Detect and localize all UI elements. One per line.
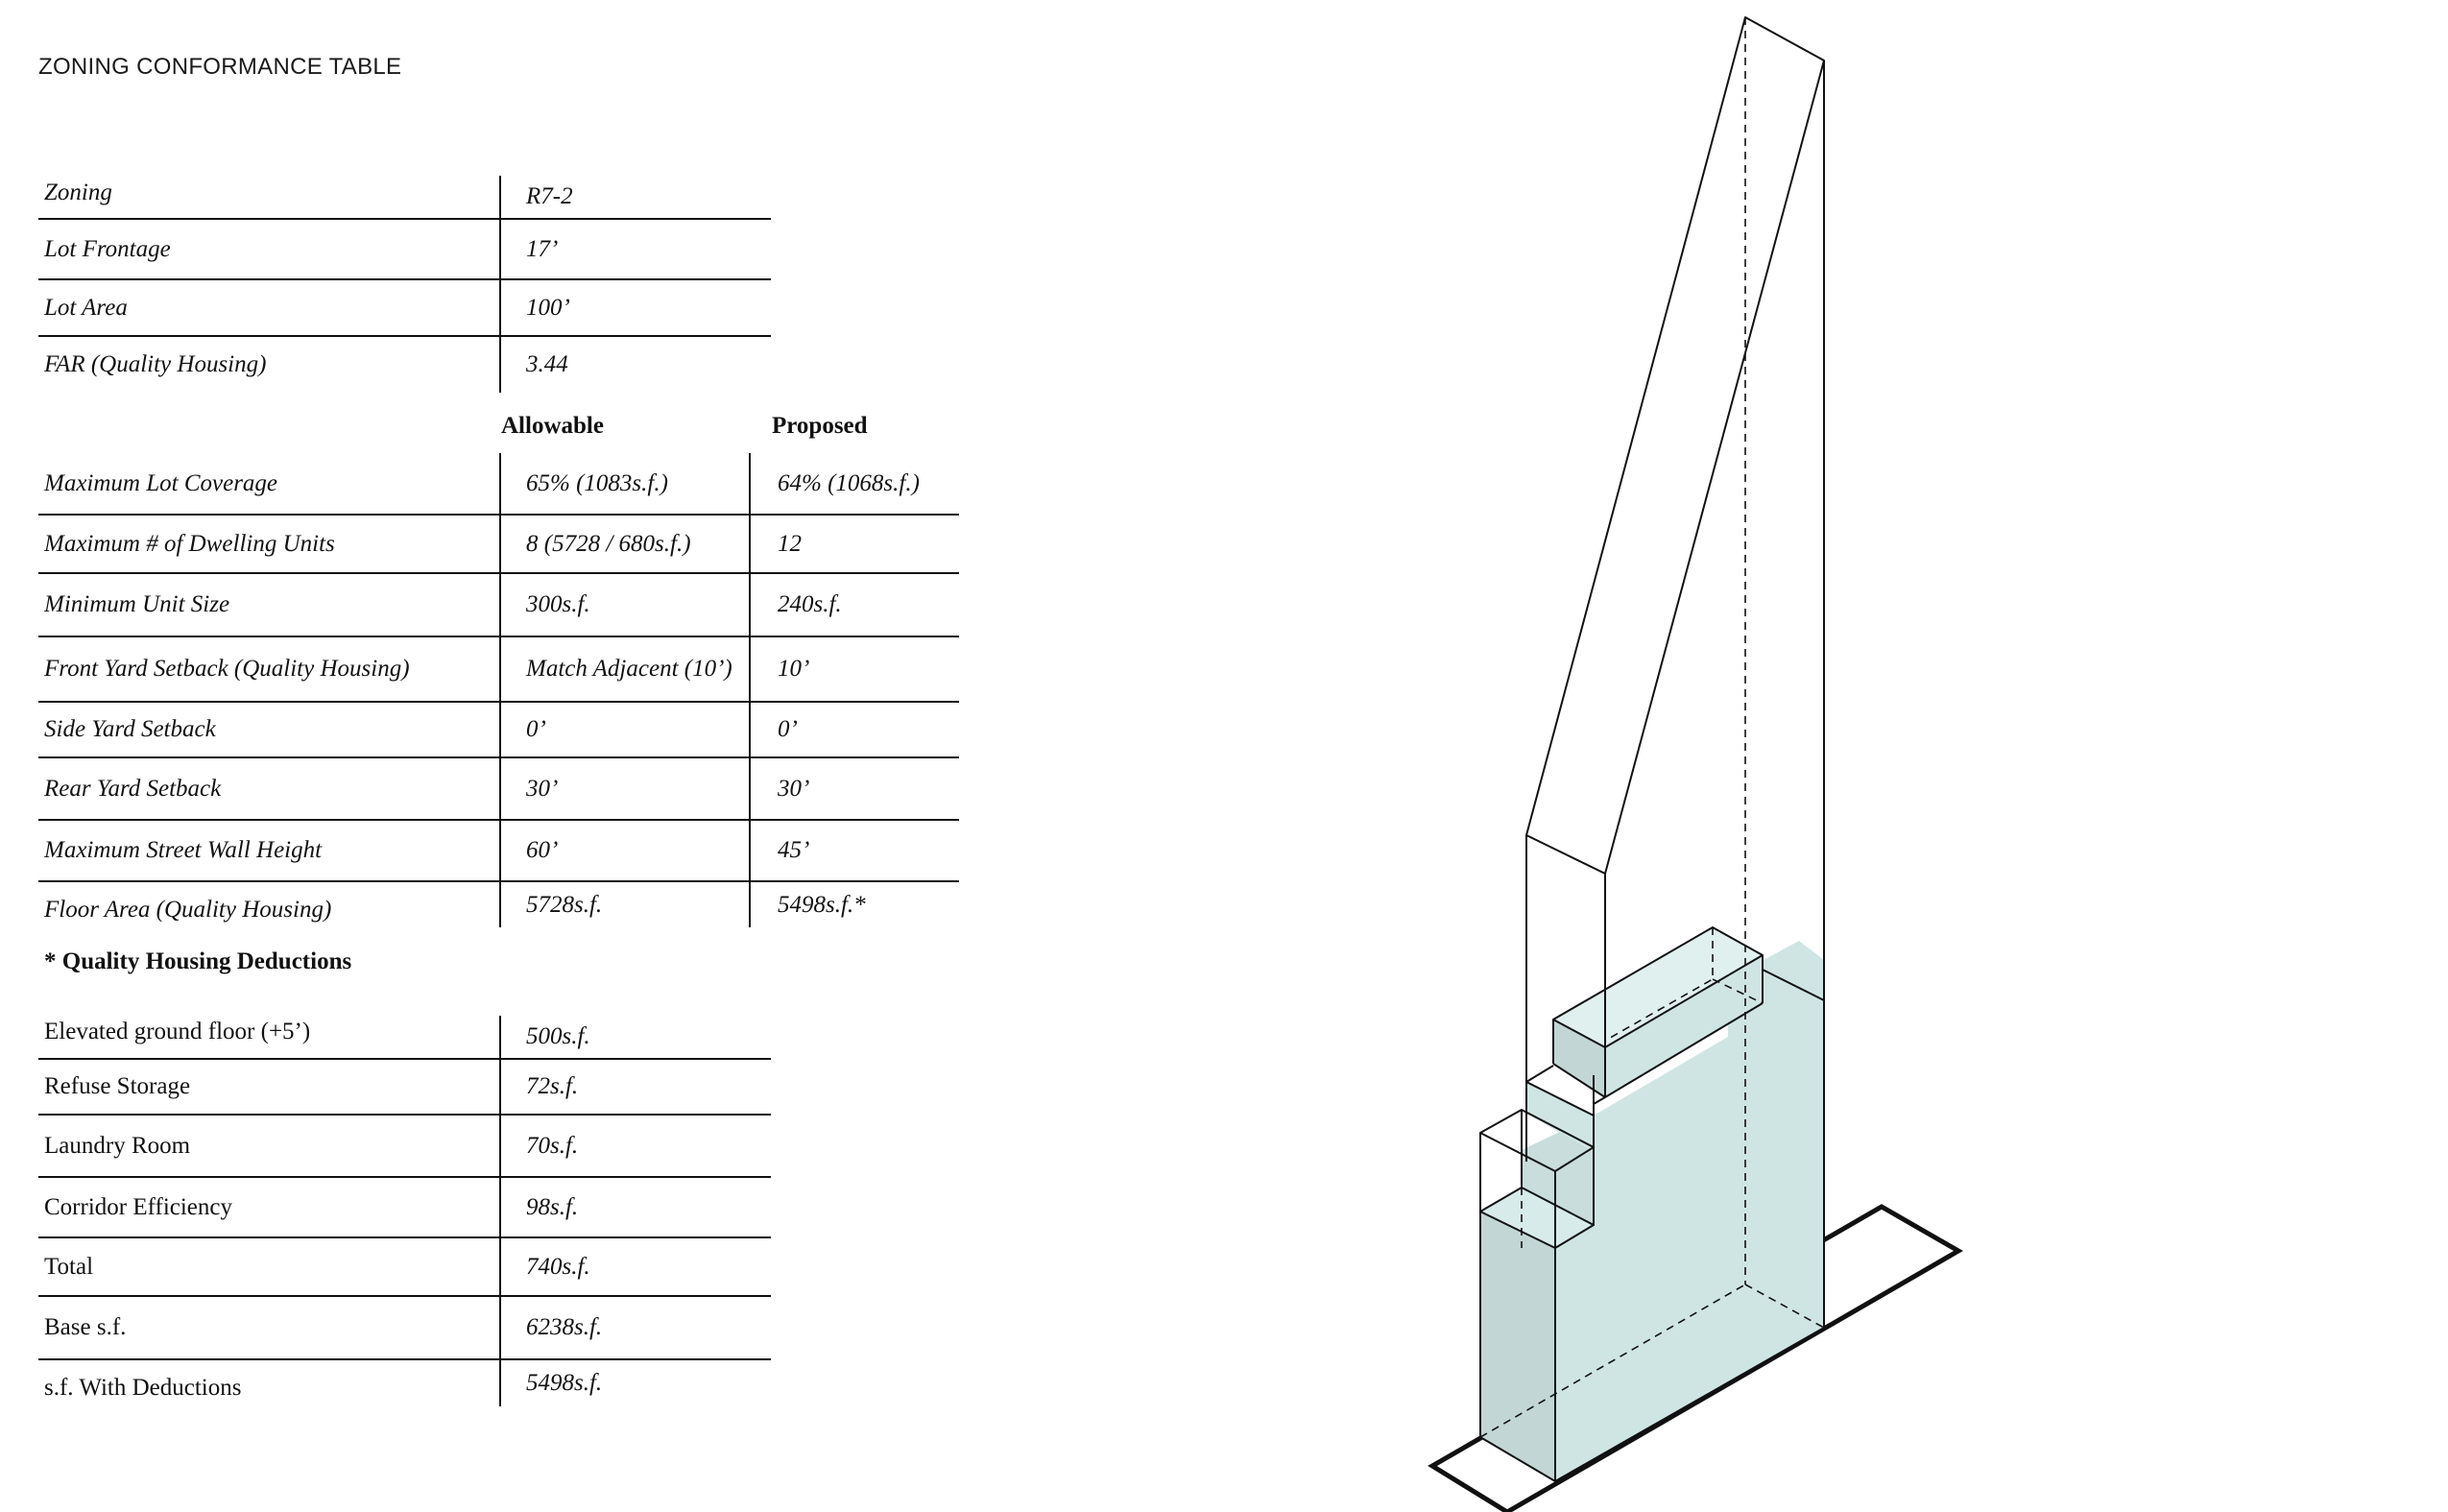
row-allowable: 65% (1083s.f.) (499, 453, 668, 514)
building-volume (1480, 927, 1824, 1481)
row-value: 3.44 (499, 337, 568, 393)
row-allowable: 60’ (499, 821, 558, 880)
row-proposed: 30’ (749, 758, 809, 819)
row-label: Lot Frontage (44, 235, 171, 262)
row-label: Floor Area (Quality Housing) (44, 896, 332, 923)
row-value: 98s.f. (499, 1178, 578, 1236)
table-row: Maximum # of Dwelling Units 8 (5728 / 68… (38, 516, 959, 574)
row-value: 740s.f. (499, 1238, 590, 1295)
table-row: Floor Area (Quality Housing) 5728s.f. 54… (38, 882, 959, 927)
row-label: Corridor Efficiency (44, 1193, 232, 1220)
table-row: Rear Yard Setback 30’ 30’ (38, 758, 959, 821)
deductions-title: * Quality Housing Deductions (44, 948, 352, 974)
row-allowable: 30’ (499, 758, 558, 819)
table-row: Refuse Storage 72s.f. (38, 1060, 771, 1116)
row-label: Total (44, 1253, 94, 1280)
row-label: Base s.f. (44, 1314, 127, 1340)
row-label: Front Yard Setback (Quality Housing) (44, 656, 410, 682)
row-label: Maximum # of Dwelling Units (44, 530, 335, 557)
row-value: 5498s.f. (499, 1360, 602, 1406)
row-label: s.f. With Deductions (44, 1375, 242, 1401)
compare-table: Maximum Lot Coverage 65% (1083s.f.) 64% … (38, 453, 959, 927)
row-proposed: 5498s.f.* (749, 882, 866, 927)
row-allowable: 300s.f. (499, 574, 590, 636)
row-label: Lot Area (44, 294, 128, 321)
row-value: 17’ (499, 220, 558, 278)
row-label: Laundry Room (44, 1132, 191, 1159)
row-label: Minimum Unit Size (44, 591, 230, 617)
table-row: Maximum Street Wall Height 60’ 45’ (38, 821, 959, 882)
row-label: Zoning (44, 180, 112, 205)
table-row: Total 740s.f. (38, 1238, 771, 1297)
table-row: Side Yard Setback 0’ 0’ (38, 703, 959, 758)
row-proposed: 10’ (749, 637, 809, 701)
row-proposed: 64% (1068s.f.) (749, 453, 920, 514)
row-label: Maximum Lot Coverage (44, 469, 278, 496)
row-label: Rear Yard Setback (44, 775, 222, 802)
row-label: Maximum Street Wall Height (44, 837, 323, 863)
row-value: 500s.f. (499, 1016, 590, 1058)
deductions-table: Elevated ground floor (+5’) 500s.f. Refu… (38, 1016, 771, 1406)
table-row: Lot Area 100’ (38, 280, 771, 337)
row-value: R7-2 (499, 176, 573, 218)
table-row: s.f. With Deductions 5498s.f. (38, 1360, 771, 1406)
table-row: Front Yard Setback (Quality Housing) Mat… (38, 637, 959, 703)
table-row: Corridor Efficiency 98s.f. (38, 1178, 771, 1238)
row-proposed: 0’ (749, 703, 798, 756)
table-row: FAR (Quality Housing) 3.44 (38, 337, 771, 393)
row-label: FAR (Quality Housing) (44, 351, 267, 377)
row-allowable: 0’ (499, 703, 546, 756)
row-proposed: 45’ (749, 821, 809, 880)
table-row: Lot Frontage 17’ (38, 220, 771, 280)
header-proposed: Proposed (772, 413, 868, 439)
row-allowable: 5728s.f. (499, 882, 602, 927)
row-label: Refuse Storage (44, 1073, 191, 1099)
table-row: Minimum Unit Size 300s.f. 240s.f. (38, 574, 959, 637)
row-allowable: Match Adjacent (10’) (499, 637, 732, 701)
row-label: Side Yard Setback (44, 716, 216, 742)
table-row: Laundry Room 70s.f. (38, 1116, 771, 1178)
row-value: 6238s.f. (499, 1297, 602, 1358)
table-row: Maximum Lot Coverage 65% (1083s.f.) 64% … (38, 453, 959, 516)
row-value: 72s.f. (499, 1060, 578, 1114)
row-proposed: 240s.f. (749, 574, 842, 636)
page-title: ZONING CONFORMANCE TABLE (38, 54, 402, 80)
table-row: Zoning R7-2 (38, 176, 771, 220)
table-row: Base s.f. 6238s.f. (38, 1297, 771, 1360)
header-allowable: Allowable (501, 413, 604, 439)
hidden-edges (1479, 17, 1825, 1438)
row-label: Elevated ground floor (+5’) (44, 1019, 311, 1044)
row-value: 100’ (499, 280, 570, 335)
row-proposed: 12 (749, 516, 802, 572)
row-allowable: 8 (5728 / 680s.f.) (499, 516, 691, 572)
row-value: 70s.f. (499, 1116, 578, 1176)
table-row: Elevated ground floor (+5’) 500s.f. (38, 1016, 771, 1060)
zoning-table: Zoning R7-2 Lot Frontage 17’ Lot Area 10… (38, 176, 771, 393)
